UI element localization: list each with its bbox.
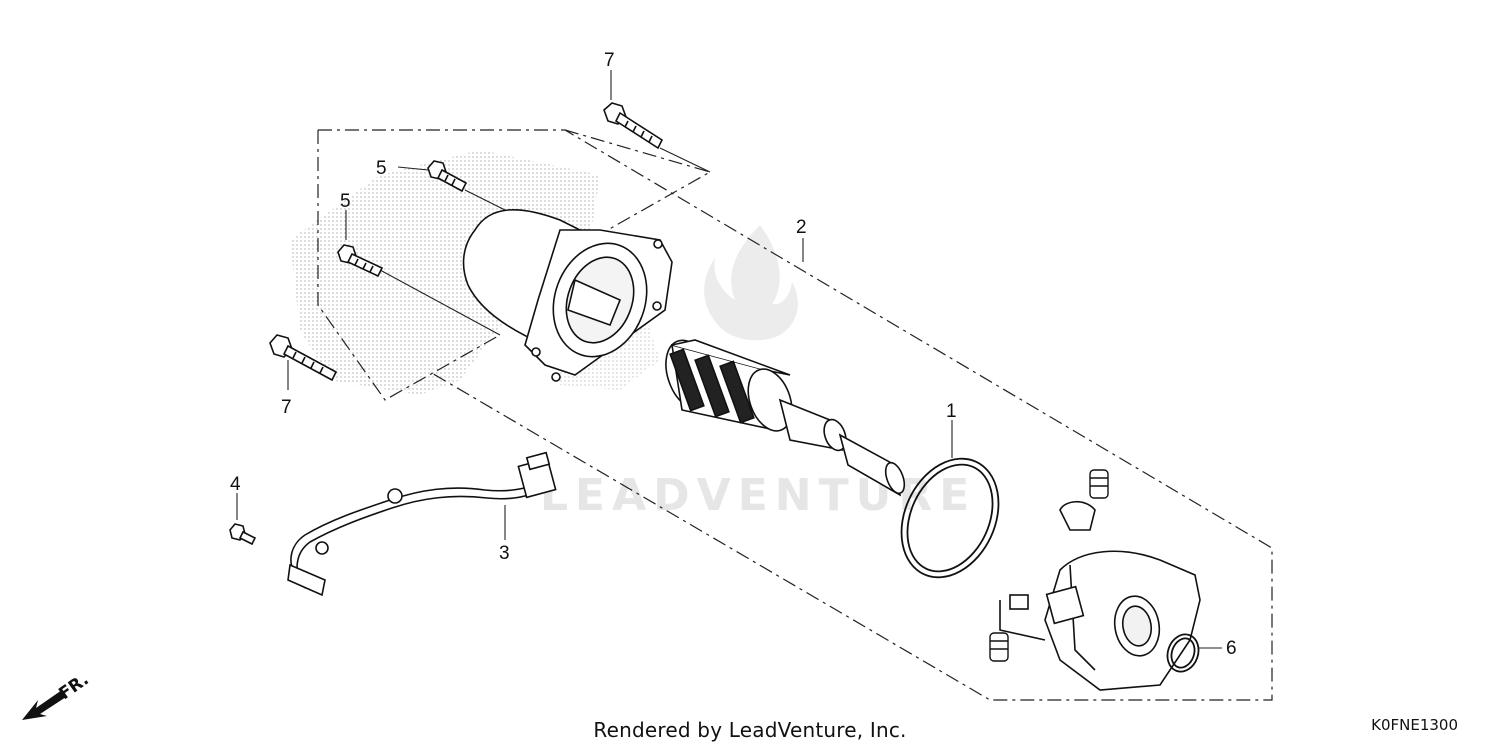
motor-housing bbox=[462, 208, 673, 382]
arrow-front-icon bbox=[22, 690, 66, 720]
assembly-boundary bbox=[317, 129, 1273, 701]
screw-4 bbox=[229, 523, 257, 546]
o-ring-6 bbox=[1166, 633, 1200, 673]
flame-logo bbox=[704, 225, 798, 341]
bolt-7-top bbox=[603, 102, 664, 150]
leader-lines bbox=[236, 70, 1222, 649]
callout-labels: 7 5 5 2 7 1 4 3 6 bbox=[230, 50, 1237, 659]
callout-5-top: 5 bbox=[376, 158, 387, 179]
callout-7-bottom: 7 bbox=[281, 397, 292, 418]
direction-indicator: FR. bbox=[22, 670, 93, 720]
bolt-7-bottom bbox=[269, 334, 338, 382]
callout-3: 3 bbox=[499, 543, 510, 564]
brush-springs bbox=[989, 469, 1109, 662]
armature bbox=[665, 339, 906, 497]
callout-7-top: 7 bbox=[604, 50, 615, 71]
bolt-5-mid bbox=[337, 244, 384, 278]
bolt-5-top bbox=[427, 160, 468, 193]
rendered-by-credit: Rendered by LeadVenture, Inc. bbox=[593, 718, 907, 742]
o-ring-1 bbox=[900, 457, 1000, 579]
callout-6: 6 bbox=[1226, 638, 1237, 659]
callout-5-mid: 5 bbox=[340, 191, 351, 212]
end-cover bbox=[999, 500, 1201, 691]
callout-4: 4 bbox=[230, 474, 241, 495]
callout-2: 2 bbox=[796, 217, 807, 238]
starter-cable-3 bbox=[287, 451, 557, 597]
diagram-code: K0FNE1300 bbox=[1371, 716, 1458, 734]
callout-1: 1 bbox=[946, 401, 957, 422]
